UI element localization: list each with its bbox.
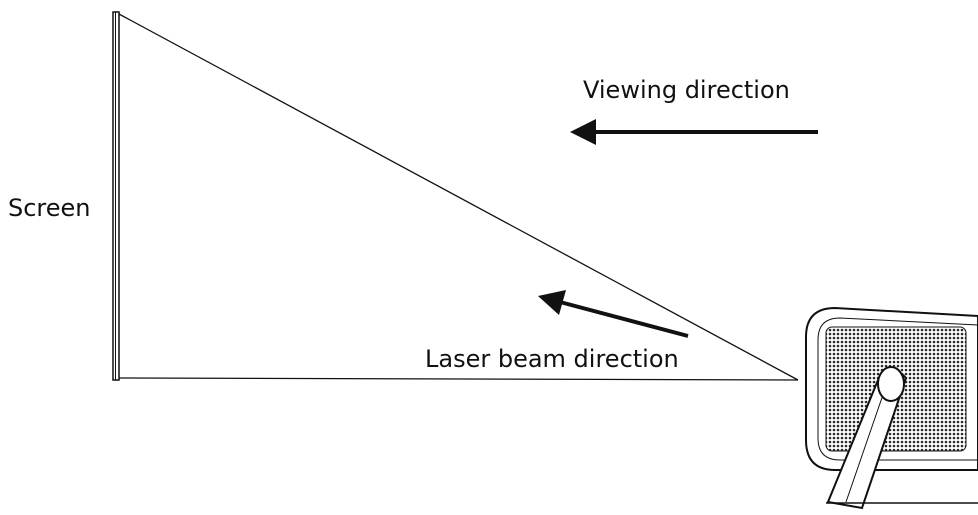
viewing-direction-arrow — [570, 119, 818, 145]
laser-beam-direction-arrow — [538, 290, 689, 338]
screen-label: Screen — [8, 194, 91, 222]
hinge-knob — [877, 366, 905, 402]
projection-screen — [112, 11, 120, 381]
viewing-direction-label: Viewing direction — [583, 76, 790, 104]
projector-device — [805, 306, 978, 510]
laser-beam-direction-label: Laser beam direction — [425, 345, 679, 373]
projection-beam-triangle — [118, 13, 799, 381]
